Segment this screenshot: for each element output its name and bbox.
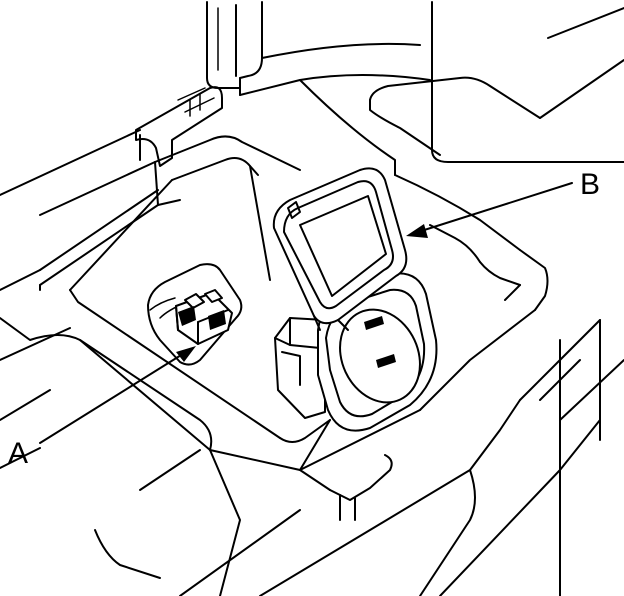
arrowhead-b (406, 224, 428, 238)
power-socket-b (272, 167, 438, 432)
label-b: B (580, 168, 600, 201)
console-lower-body (0, 317, 624, 596)
console-left-wall (0, 129, 159, 291)
console-tray (69, 135, 549, 471)
callout-b: B (406, 168, 600, 238)
console-right-wall (239, 1, 624, 251)
console-lid (135, 1, 263, 167)
connector-a (147, 263, 243, 366)
label-a: A (8, 437, 28, 470)
leader-line-a (39, 351, 187, 444)
leader-line-b (417, 182, 573, 233)
arrowhead-a (176, 346, 196, 362)
callout-a: A (8, 346, 196, 470)
